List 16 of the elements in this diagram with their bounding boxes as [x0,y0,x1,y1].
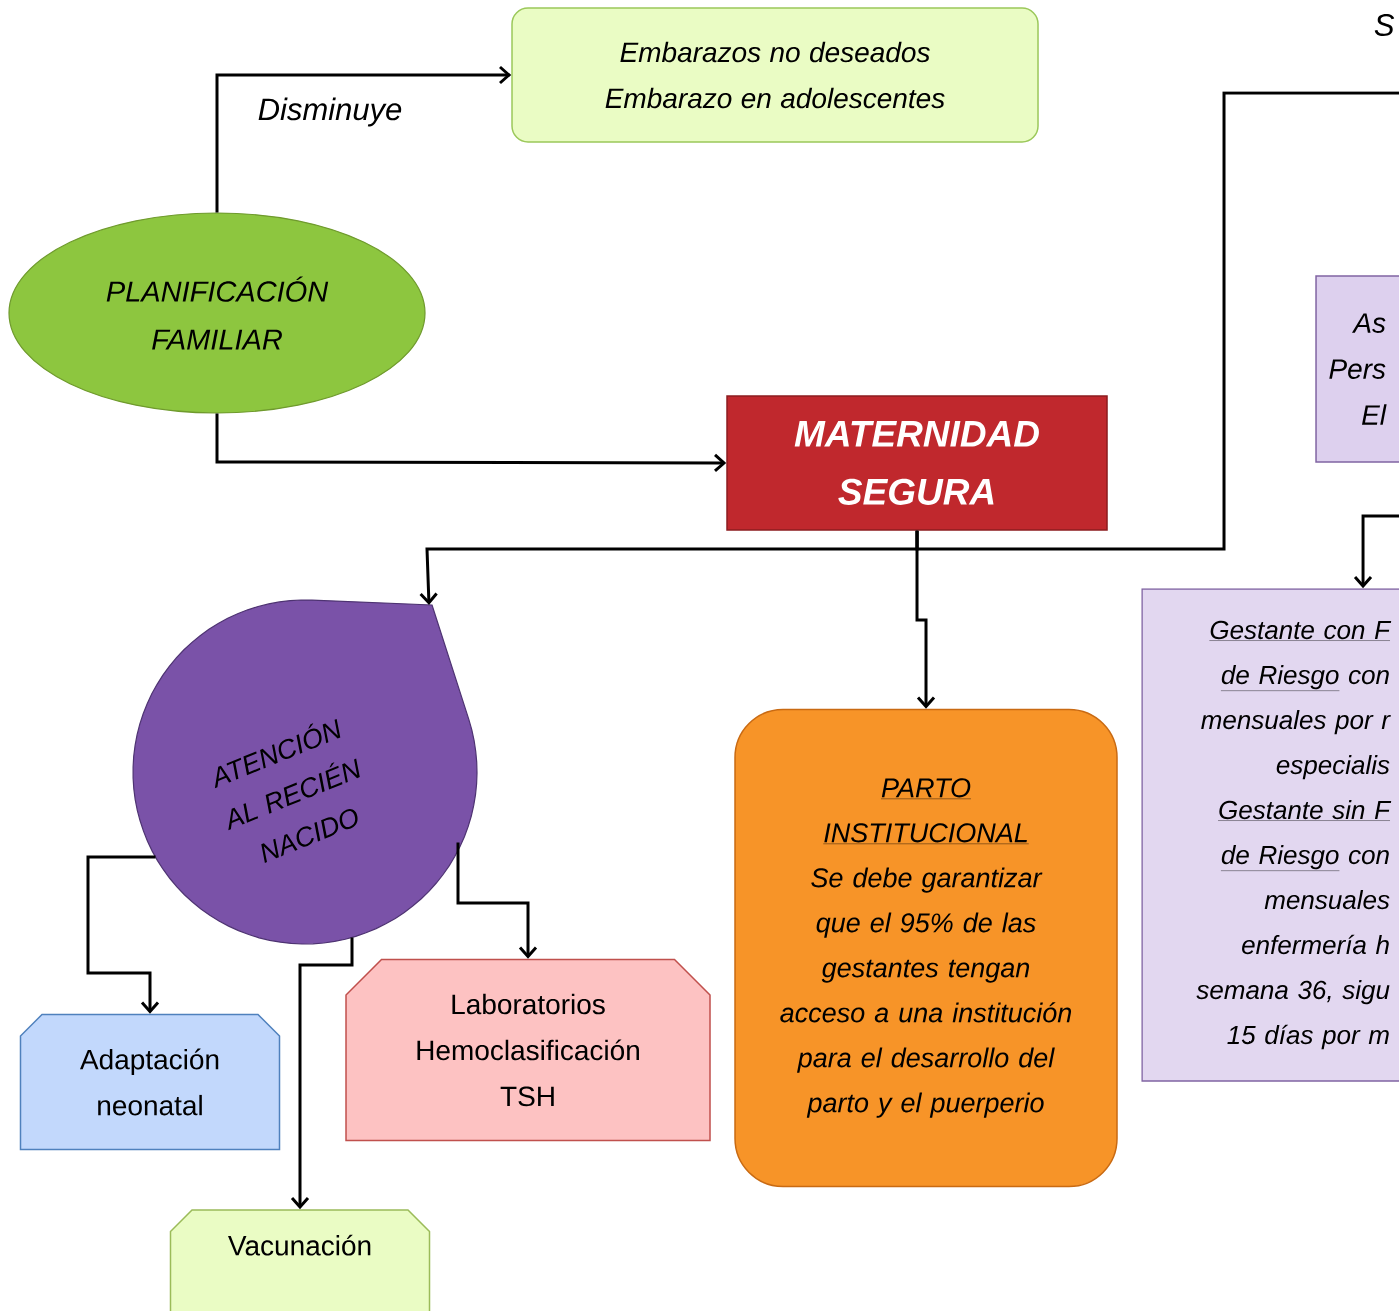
arrow [215,65,512,213]
rounded-box: Embarazos no deseados Embarazo en adolescentes [511,7,1039,143]
title-box: MATERNIDAD SEGURA [726,395,1108,531]
heading-text: S [1374,14,1395,36]
rounded-box: PARTO INSTITUCIONAL Se debe garantizar que el 95% de las gestantes tengan acceso a una institución para el desarrollo del parto y el puerperio [734,708,1118,1188]
arrow [215,413,727,473]
chamfered-box: Vacunación [169,1209,431,1311]
chamfered-box: Laboratorios Hemoclasificación TSH [345,958,711,1142]
process-box: As Pers El [1315,275,1399,463]
process-box: Gestante con F de Riesgo con mensuales por r especialis Gestante sin F de Riesgo con mensuales enfermería h semana 36, sigu 15 días por m [1141,588,1399,1082]
arrow [86,855,160,1014]
edge-label: Disminuye [256,96,404,128]
arrow [290,937,354,1210]
arrow [1353,514,1399,589]
chamfered-box: Adaptación neonatal [19,1013,281,1151]
arrow [456,842,538,959]
